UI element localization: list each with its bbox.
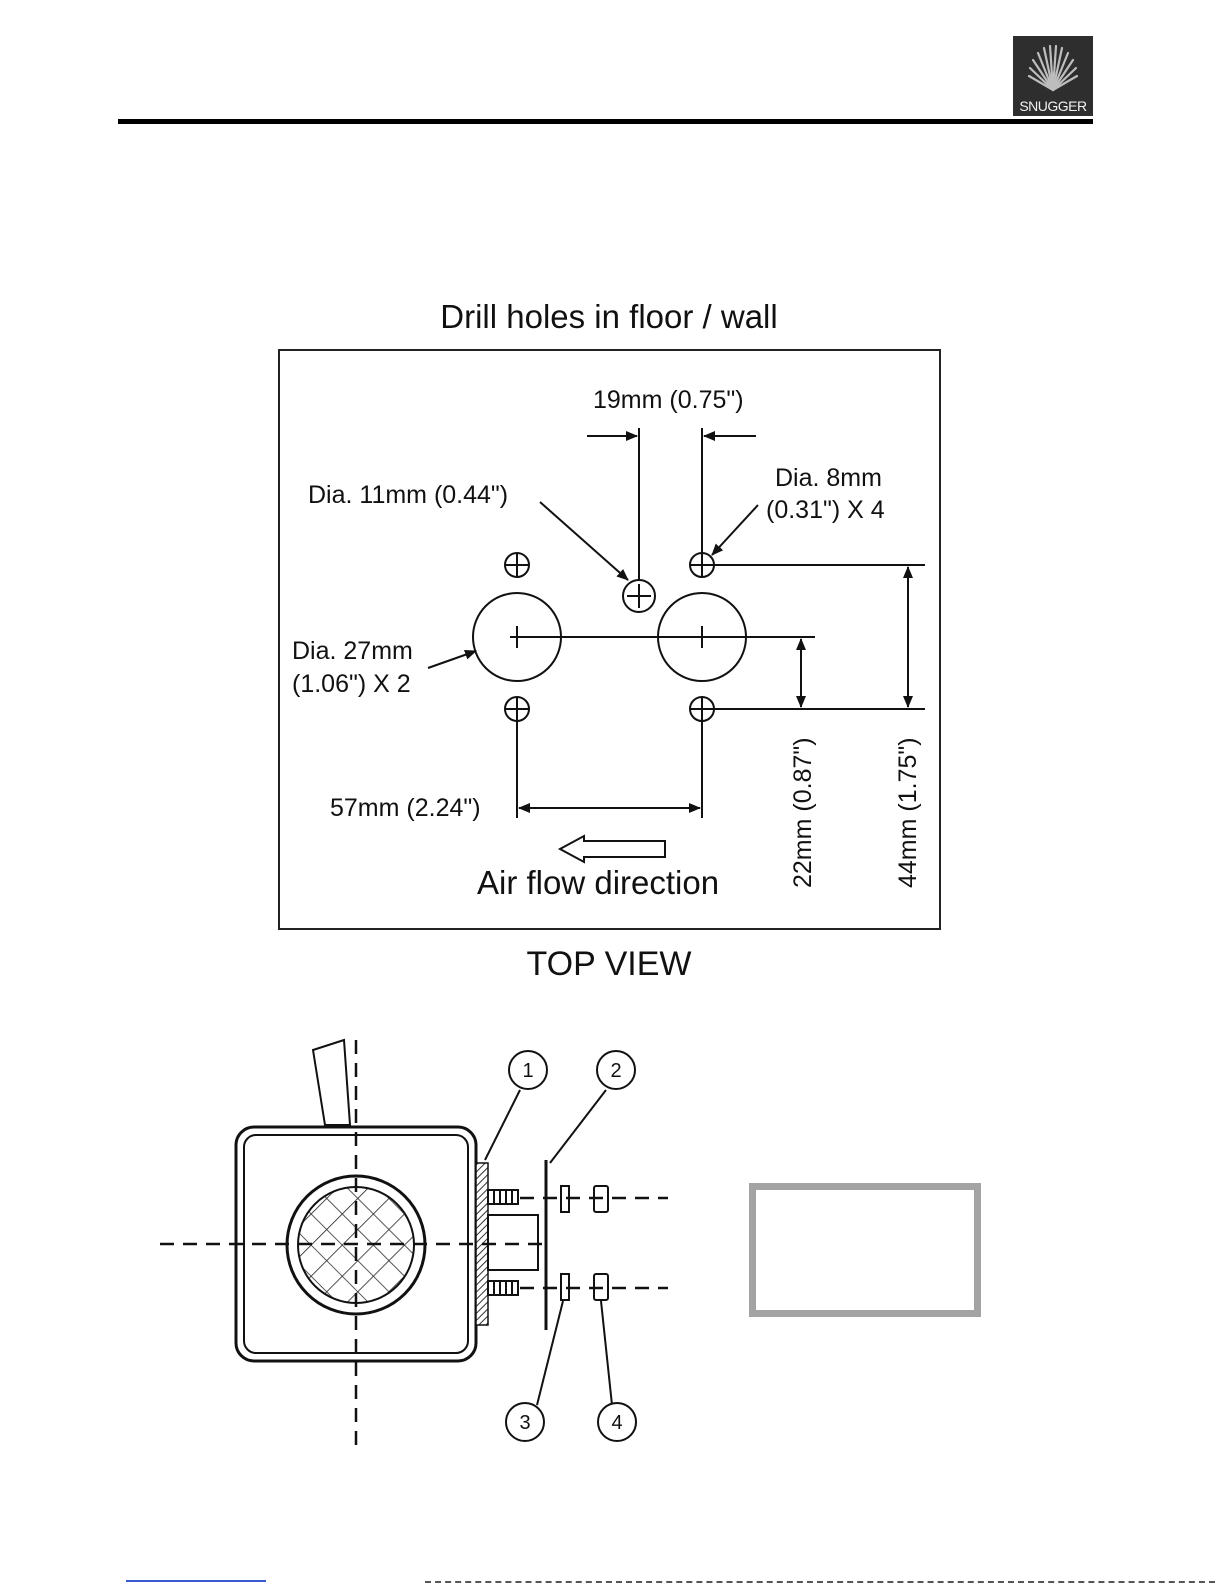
footer-link-underline	[126, 1580, 266, 1582]
stud-bottom	[488, 1281, 518, 1295]
stud-top	[488, 1190, 518, 1204]
power-cable	[313, 1040, 350, 1125]
callout-4: 4	[611, 1412, 622, 1434]
blank-placeholder-box	[749, 1183, 981, 1317]
callout-2: 2	[610, 1060, 621, 1082]
callout-3: 3	[519, 1412, 530, 1434]
outlet-duct	[488, 1215, 538, 1270]
footer-dotted-rule	[425, 1581, 1215, 1583]
callout-1: 1	[522, 1060, 533, 1082]
